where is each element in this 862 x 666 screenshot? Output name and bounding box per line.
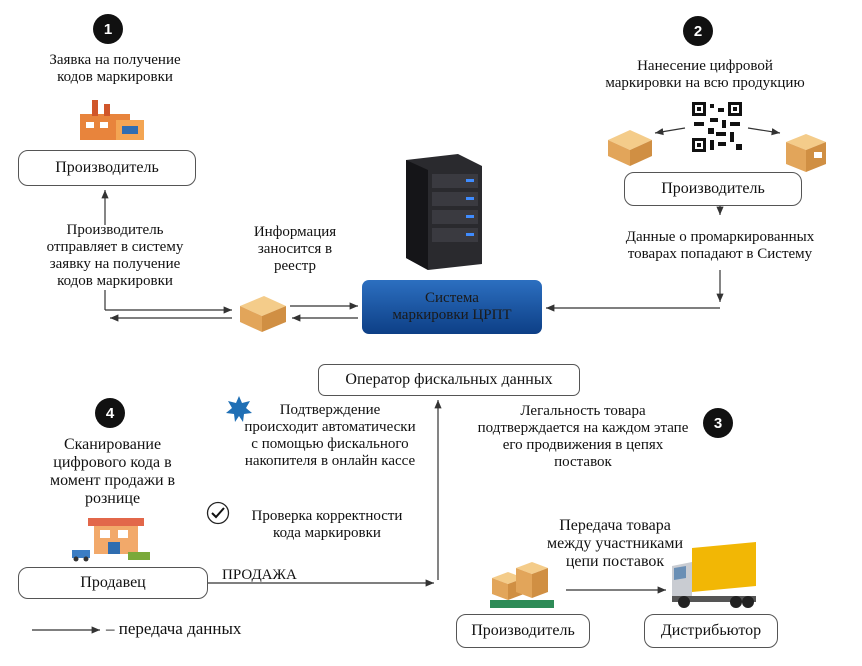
- step4-title: Сканирование цифрового кода в момент про…: [20, 436, 205, 508]
- transfer-title-line: Передача товара: [559, 517, 671, 534]
- sale-label: ПРОДАЖА: [222, 567, 297, 583]
- step-badge-4: 4: [95, 398, 125, 428]
- factory-icon: [80, 100, 144, 140]
- step3-note: Легальность товара подтверждается на каж…: [458, 403, 708, 471]
- step2-title-line: маркировки на всю продукцию: [605, 75, 805, 91]
- confirm-note-line: накопителя в онлайн кассе: [244, 453, 416, 469]
- registry-note-line: Информация: [253, 224, 337, 240]
- step3-note-line: поставок: [554, 454, 612, 470]
- step3-note-line: его продвижения в цепях: [502, 437, 664, 453]
- step-badge-2: 2: [683, 16, 713, 46]
- checkmark-icon: [206, 501, 230, 525]
- step4-title-line: цифрового кода в: [53, 454, 172, 471]
- system-label-line: Система: [425, 290, 479, 306]
- step1-title: Заявка на получение кодов маркировки: [20, 52, 210, 86]
- system-label-line: маркировки ЦРПТ: [392, 307, 512, 323]
- step1-producer-box: Производитель: [18, 150, 196, 186]
- registry-note: Информация заносится в реестр: [240, 224, 350, 275]
- step-badge-3: 3: [703, 408, 733, 438]
- transfer-title-line: между участниками: [546, 535, 684, 552]
- system-box: Система маркировки ЦРПТ: [362, 280, 542, 334]
- package-icon: [240, 296, 286, 332]
- package-icon: [786, 134, 826, 172]
- step3-note-line: Легальность товара: [520, 403, 646, 419]
- transfer-title-line: цепи поставок: [565, 553, 665, 570]
- check-note-line: Проверка корректности: [251, 508, 403, 524]
- registry-note-line: заносится в: [257, 241, 333, 257]
- check-note-line: кода маркировки: [273, 525, 381, 541]
- qr-code-icon: [690, 100, 744, 154]
- distributor-box: Дистрибьютор: [644, 614, 778, 648]
- step1-note-line: заявку на получение: [49, 256, 181, 272]
- step4-title-line: момент продажи в: [49, 472, 176, 489]
- legend-label: – передача данных: [106, 619, 242, 638]
- step-badge-1: 1: [93, 14, 123, 44]
- confirm-note-line: происходит автоматически: [244, 419, 416, 435]
- step2-producer-box: Производитель: [624, 172, 802, 206]
- registry-note-line: реестр: [273, 258, 317, 274]
- confirm-note-line: с помощью фискального: [251, 436, 409, 452]
- step1-note: Производитель отправляет в систему заявк…: [30, 222, 200, 290]
- confirm-note-line: Подтверждение: [279, 402, 381, 418]
- truck-icon: [672, 542, 756, 608]
- step2-note-line: товарах попадают в Систему: [627, 246, 813, 262]
- server-icon: [406, 154, 482, 270]
- transfer-producer-box: Производитель: [456, 614, 590, 648]
- step2-note: Данные о промаркированных товарах попада…: [590, 229, 850, 263]
- pallet-boxes-icon: [490, 562, 554, 608]
- check-note: Проверка корректности кода маркировки: [232, 508, 422, 542]
- package-icon: [608, 130, 652, 166]
- step2-title-line: Нанесение цифровой: [637, 58, 773, 74]
- step4-title-line: Сканирование: [63, 436, 162, 453]
- step2-note-line: Данные о промаркированных: [625, 229, 815, 245]
- step1-note-line: Производитель: [66, 222, 164, 238]
- confirm-note: Подтверждение происходит автоматически с…: [215, 402, 445, 470]
- step2-title: Нанесение цифровой маркировки на всю про…: [575, 58, 835, 92]
- transfer-title: Передача товара между участниками цепи п…: [530, 517, 700, 571]
- star-badge-icon: [226, 396, 252, 422]
- step1-note-line: кодов маркировки: [57, 273, 173, 289]
- step1-note-line: отправляет в систему: [46, 239, 184, 255]
- step1-title-line: Заявка на получение: [49, 52, 181, 68]
- store-icon: [72, 518, 150, 562]
- step1-title-line: кодов маркировки: [57, 69, 173, 85]
- step4-title-line: рознице: [84, 490, 141, 507]
- fiscal-operator-box: Оператор фискальных данных: [318, 364, 580, 396]
- step3-note-line: подтверждается на каждом этапе: [477, 420, 689, 436]
- seller-box: Продавец: [18, 567, 208, 599]
